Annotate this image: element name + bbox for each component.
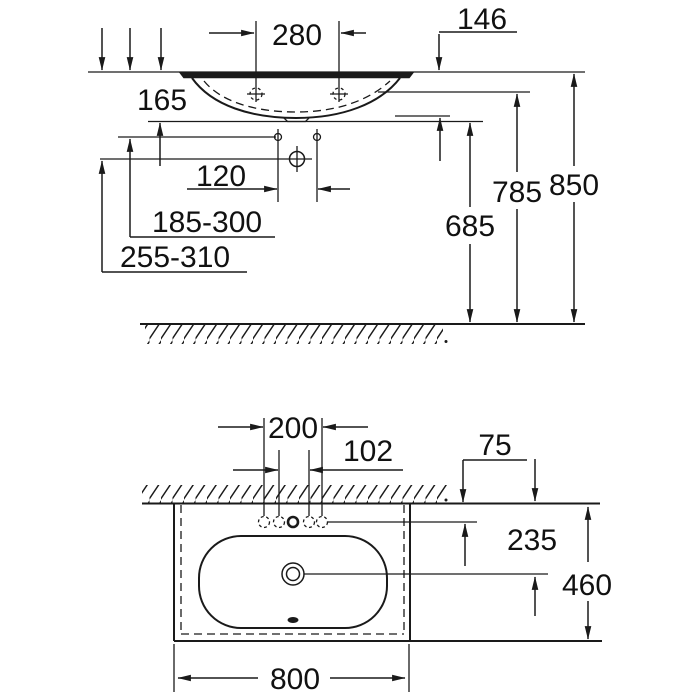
front-view: 280 146 165 bbox=[88, 3, 599, 344]
dim-200-label: 200 bbox=[268, 412, 318, 445]
dim-255-310: 255-310 bbox=[98, 160, 247, 274]
basin-hidden-edge-dashed bbox=[180, 505, 405, 635]
faucet-hole-outer-right bbox=[315, 515, 329, 529]
dim-460: 460 bbox=[562, 506, 612, 640]
dim-685-label: 685 bbox=[445, 210, 495, 243]
basin-rim-bar bbox=[179, 72, 414, 79]
drain-hole-front bbox=[288, 146, 306, 172]
faucet-holes-plan bbox=[257, 515, 329, 529]
wall-hatching bbox=[142, 485, 447, 503]
faucet-hole-inner-right bbox=[302, 515, 316, 529]
dim-685: 685 bbox=[445, 122, 495, 323]
plan-view: 200 102 75 235 460 bbox=[142, 412, 612, 696]
overflow-slot bbox=[287, 617, 299, 623]
dim-280-label: 280 bbox=[272, 19, 322, 52]
dim-235-label: 235 bbox=[507, 524, 557, 557]
faucet-hole-outer-left bbox=[257, 515, 271, 529]
dim-102-label: 102 bbox=[343, 435, 393, 468]
dim-200: 200 bbox=[218, 412, 368, 445]
dim-850: 850 bbox=[549, 73, 599, 323]
floor bbox=[140, 323, 585, 344]
dim-75-label: 75 bbox=[478, 429, 511, 462]
bowl-outer-profile bbox=[191, 77, 401, 120]
dim-165: 165 bbox=[137, 84, 187, 166]
dim-785-label: 785 bbox=[492, 176, 542, 209]
dim-146-label: 146 bbox=[457, 3, 507, 36]
dim-235: 235 bbox=[507, 459, 557, 616]
faucet-hole-inner-left bbox=[272, 515, 286, 529]
faucet-hole-center bbox=[286, 515, 300, 529]
dim-146: 146 bbox=[395, 3, 517, 161]
floor-hatching bbox=[145, 325, 443, 344]
mount-hole-left bbox=[273, 129, 283, 145]
mount-hole-right bbox=[312, 129, 322, 145]
bowl-outline-plan bbox=[198, 535, 388, 629]
wall bbox=[142, 485, 600, 505]
dim-102: 102 bbox=[233, 435, 403, 474]
dim-280: 280 bbox=[209, 19, 366, 52]
dim-785: 785 bbox=[492, 93, 542, 323]
dim-120-label: 120 bbox=[196, 160, 246, 193]
dim-185-300: 185-300 bbox=[126, 138, 275, 239]
dim-800: 800 bbox=[173, 644, 410, 696]
dim-255-310-label: 255-310 bbox=[120, 241, 230, 274]
dim-460-label: 460 bbox=[562, 569, 612, 602]
dim-850-label: 850 bbox=[549, 169, 599, 202]
bowl-inner-profile-dashed bbox=[203, 80, 391, 113]
dim-75: 75 bbox=[459, 429, 527, 566]
dim-185-300-label: 185-300 bbox=[152, 206, 262, 239]
drain-hole-plan bbox=[281, 562, 305, 586]
dim-800-label: 800 bbox=[270, 663, 320, 696]
dim-120: 120 bbox=[187, 160, 350, 193]
dim-165-label: 165 bbox=[137, 84, 187, 117]
basin-outline bbox=[173, 503, 602, 642]
